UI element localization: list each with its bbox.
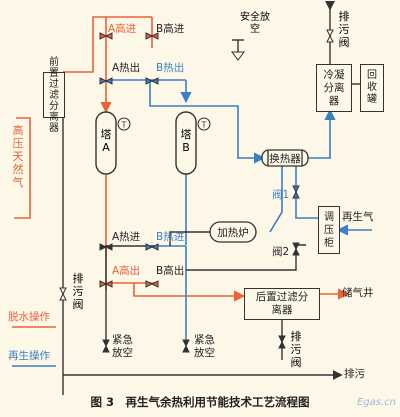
valve1-icon[interactable] <box>292 185 300 199</box>
valve-post-drain-icon[interactable] <box>278 335 286 349</box>
a-hot-in-label: A热进 <box>112 231 141 243</box>
tower-a-label: 塔A <box>100 128 112 154</box>
emergency-vent-b-label: 紧急放空 <box>194 334 215 359</box>
valve-b-high-out-icon[interactable] <box>145 280 159 288</box>
heater-label: 加热炉 <box>217 226 249 239</box>
emergency-vent-a-label: 紧急放空 <box>112 334 133 359</box>
pressure-cabinet-label: 调压柜 <box>324 211 334 249</box>
drain-label: 排污 <box>344 368 365 380</box>
valve-prefilter-drain-icon[interactable] <box>59 287 67 301</box>
legend-dehydration-label: 脱水操作 <box>8 311 50 323</box>
dehydration-lines <box>14 16 350 302</box>
b-high-in-top-label: B高进 <box>156 23 185 35</box>
valve-emergency-a-icon[interactable] <box>102 339 110 353</box>
regen-gas-label: 再生气 <box>342 211 374 223</box>
heater-out-line <box>169 231 210 246</box>
tower-a-vessel <box>95 111 117 175</box>
post-filter-box: 后置过滤分离器 <box>244 288 320 320</box>
b-high-out-label: B高出 <box>156 265 185 277</box>
condenser-box: 冷凝分离器 <box>316 64 352 112</box>
valve2-return-line <box>186 244 306 271</box>
a-high-in-top-label: A高进 <box>108 23 137 35</box>
heater-shape <box>209 221 257 243</box>
recovery-tank-box: 回收罐 <box>360 64 384 112</box>
prefilter-label: 前置过滤分离器 <box>49 56 59 134</box>
high-pressure-gas-label: 高压天然气 <box>12 124 24 189</box>
valves <box>59 29 334 353</box>
to-post-filter-line <box>133 283 246 302</box>
valve-top-drain-icon[interactable] <box>326 29 334 43</box>
post-filter-drain-valve-label: 排污阀 <box>290 330 302 369</box>
top-drain-valve-label: 排污阀 <box>338 10 350 49</box>
safety-valve-icon[interactable] <box>231 51 245 61</box>
figure-caption: 图 3 再生气余热利用节能技术工艺流程图 <box>90 395 310 409</box>
hot-out-to-exchanger-line <box>149 80 266 164</box>
watermark: Egas.cn <box>356 397 396 408</box>
temp-gauge-b-icon <box>197 117 211 131</box>
b-hot-in-label: B热进 <box>156 231 185 243</box>
valve-b-hot-out-icon[interactable] <box>145 77 159 85</box>
exchanger-to-condenser-line <box>308 108 336 159</box>
safety-vent-label: 安全放空 <box>240 12 270 35</box>
valve2-icon[interactable] <box>292 242 300 256</box>
valve2-label: 阀2 <box>272 246 290 258</box>
hp-gas-inlet-line <box>14 117 31 219</box>
valve-a-high-out-icon[interactable] <box>99 280 113 288</box>
heater-feed-line <box>269 165 283 233</box>
towers <box>95 111 197 175</box>
prefilter-to-high-in-line <box>63 16 152 73</box>
valve1-label: 阀1 <box>272 189 290 201</box>
legend-regeneration-label: 再生操作 <box>8 350 50 362</box>
valve-emergency-b-icon[interactable] <box>182 339 190 353</box>
pressure-cabinet-box: 调压柜 <box>318 206 340 254</box>
heat-exchanger-label: 换热器 <box>269 152 301 165</box>
a-hot-out-label: A热出 <box>112 62 141 74</box>
gas-storage-well-label: 储气井 <box>342 287 374 299</box>
temp-gauges <box>117 117 211 131</box>
valve-b-high-in-icon[interactable] <box>145 32 159 40</box>
condenser-label: 冷凝分离器 <box>323 68 345 107</box>
post-filter-label: 后置过滤分离器 <box>255 291 309 316</box>
heat-exchanger-shape <box>261 149 309 167</box>
valve-a-hot-in-icon[interactable] <box>99 243 113 251</box>
b-hot-out-label: B热出 <box>156 62 185 74</box>
temp-gauge-a-icon <box>117 117 131 131</box>
temp-gauge-b-label: T <box>201 121 207 130</box>
prefilter-drain-valve-label: 排污阀 <box>72 272 84 311</box>
tower-b-label: 塔B <box>180 128 192 154</box>
valve-b-hot-in-icon[interactable] <box>145 243 159 251</box>
valve-a-high-in-icon[interactable] <box>99 32 113 40</box>
tower-b-vessel <box>175 111 197 175</box>
valve-a-hot-out-icon[interactable] <box>99 77 113 85</box>
prefilter-box: 前置过滤分离器 <box>43 57 65 134</box>
temp-gauge-a-label: T <box>121 121 127 130</box>
a-high-out-label: A高出 <box>112 265 141 277</box>
recovery-tank-label: 回收罐 <box>367 70 377 105</box>
valve1-branch-line <box>295 165 318 219</box>
